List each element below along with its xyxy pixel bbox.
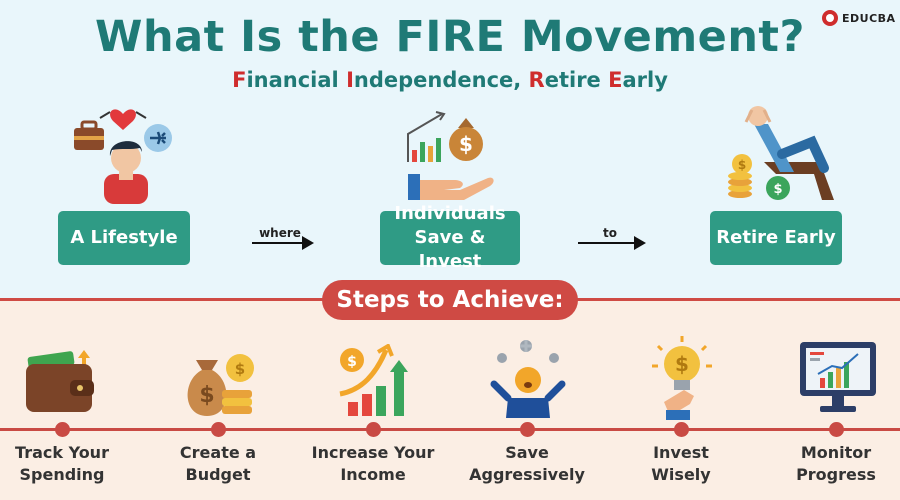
step-line2: Budget — [185, 465, 251, 484]
subtitle-letter-e: E — [608, 68, 623, 92]
steps-heading: Steps to Achieve: — [322, 280, 578, 320]
step-line1: Increase Your — [311, 443, 435, 462]
stressed-person-icon — [490, 340, 566, 418]
step-increase-income: Increase Your Income — [303, 442, 443, 486]
where-label: where — [259, 226, 301, 240]
to-arrow — [578, 236, 646, 250]
bottom-section — [0, 300, 900, 500]
subtitle-word-e: arly — [622, 68, 668, 92]
growth-chart-icon: $ — [339, 344, 408, 416]
step-line1: Create a — [179, 443, 257, 462]
step-save-aggressively: Save Aggressively — [457, 442, 597, 486]
idea-bulb-icon: $ — [652, 336, 712, 420]
monitor-chart-icon — [800, 342, 876, 412]
subtitle-letter-r: R — [528, 68, 545, 92]
lifestyle-pill: A Lifestyle — [58, 211, 190, 265]
step-dot — [829, 422, 844, 437]
educba-logo[interactable]: EDUCBA — [822, 10, 896, 26]
svg-text:$: $ — [199, 383, 214, 408]
to-label: to — [603, 226, 617, 240]
steps-timeline — [0, 428, 900, 431]
step-line2: Aggressively — [469, 465, 585, 484]
educba-logo-icon — [822, 10, 838, 26]
subtitle-word-r: etire — [544, 68, 609, 92]
step-line2: Wisely — [651, 465, 711, 484]
subtitle-word-i: ndependence, — [353, 68, 529, 92]
subtitle-letter-i: I — [346, 68, 354, 92]
individuals-line1: Individuals — [394, 203, 506, 224]
retire-early-pill: Retire Early — [710, 211, 842, 265]
subtitle-letter-f: F — [232, 68, 247, 92]
step-invest-wisely: Invest Wisely — [611, 442, 751, 486]
step-create-budget: Create a Budget — [148, 442, 288, 486]
svg-text:$: $ — [347, 354, 357, 370]
saving-hand-icon: $ — [407, 111, 494, 200]
money-bag-icon: $ $ — [187, 354, 254, 416]
wallet-icon — [26, 350, 94, 412]
step-track-spending: Track Your Spending — [0, 442, 132, 486]
step-dot — [55, 422, 70, 437]
svg-text:$: $ — [773, 182, 782, 197]
step-dot — [520, 422, 535, 437]
step-dot — [674, 422, 689, 437]
svg-text:$: $ — [738, 158, 746, 172]
page-subtitle: Financial Independence, Retire Early — [0, 68, 900, 92]
page-title: What Is the FIRE Movement? — [95, 12, 805, 62]
svg-text:$: $ — [459, 132, 473, 156]
step-line2: Income — [340, 465, 406, 484]
individuals-pill: Individuals Save & Invest — [380, 203, 520, 272]
step-dot — [366, 422, 381, 437]
step-line1: Save — [505, 443, 549, 462]
step-line1: Track Your — [15, 443, 109, 462]
step-dot — [211, 422, 226, 437]
individuals-line2: Save & Invest — [414, 227, 486, 272]
step-line1: Invest — [653, 443, 709, 462]
educba-logo-text: EDUCBA — [842, 11, 896, 25]
step-line2: Spending — [19, 465, 105, 484]
lifestyle-person-icon — [74, 109, 172, 204]
where-arrow — [252, 236, 314, 250]
step-line2: Progress — [796, 465, 876, 484]
step-monitor-progress: Monitor Progress — [766, 442, 900, 486]
svg-text:$: $ — [235, 360, 245, 378]
subtitle-word-f: inancial — [246, 68, 347, 92]
svg-text:$: $ — [675, 352, 689, 376]
step-line1: Monitor — [800, 443, 872, 462]
retired-person-icon: $ $ — [728, 106, 834, 200]
